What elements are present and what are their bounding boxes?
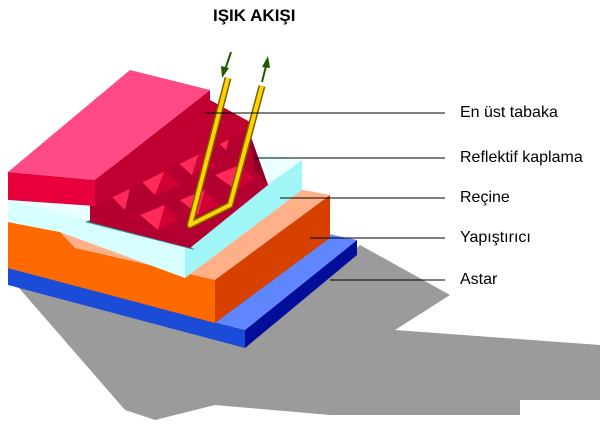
top-layer <box>8 70 250 206</box>
label-primer: Astar <box>460 271 498 288</box>
light-flow-rays <box>186 77 266 229</box>
outgoing-arrow-icon <box>262 56 270 68</box>
light-flow-title: IŞIK AKIŞI <box>213 6 296 25</box>
label-reflective-coating: Reflektif kaplama <box>460 149 583 166</box>
label-top-layer: En üst tabaka <box>460 104 558 121</box>
leader-lines <box>205 112 445 281</box>
label-adhesive: Yapıştırıcı <box>460 229 531 246</box>
light-arrows <box>221 51 270 83</box>
ground-shadow <box>12 245 600 420</box>
incoming-arrow-icon <box>221 66 229 78</box>
reflective-coating-layer <box>85 110 268 250</box>
label-resin: Reçine <box>460 189 510 206</box>
